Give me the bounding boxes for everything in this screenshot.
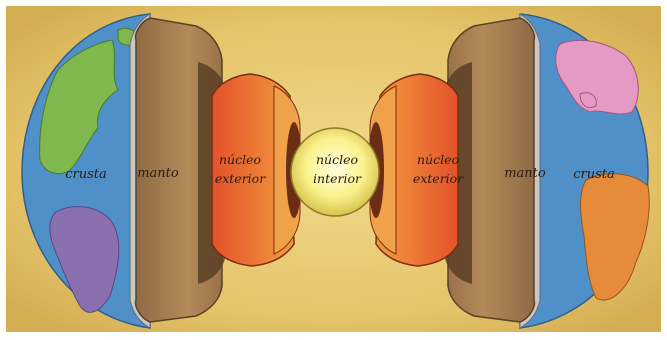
label-left-mantle: manto — [137, 166, 179, 181]
label-left-outer-core-line2: exterior — [215, 171, 266, 186]
label-right-crust: crusta — [573, 167, 615, 182]
label-inner-core-line2: interior — [313, 171, 362, 186]
label-left-outer-core-line1: núcleo — [219, 152, 261, 167]
label-left-crust: crusta — [65, 167, 107, 182]
label-inner-core-line1: núcleo — [316, 152, 358, 167]
label-right-mantle: manto — [504, 166, 546, 181]
label-right-outer-core-line1: núcleo — [417, 152, 459, 167]
label-right-outer-core-line2: exterior — [413, 171, 464, 186]
